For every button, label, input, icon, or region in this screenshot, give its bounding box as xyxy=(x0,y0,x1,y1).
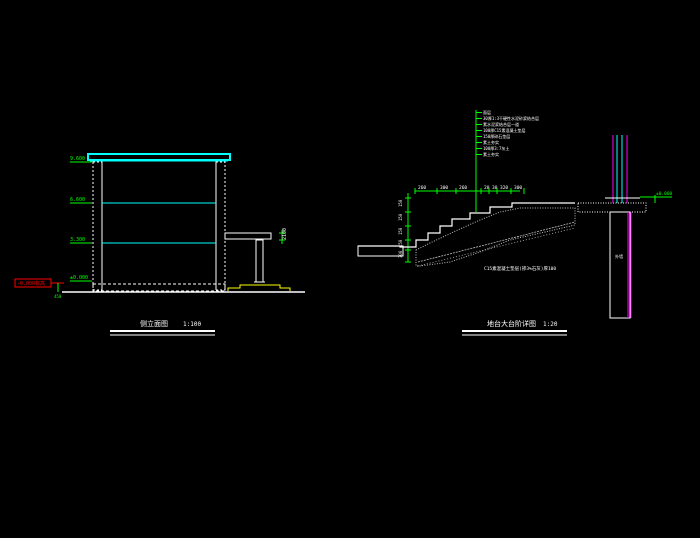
column xyxy=(255,239,264,283)
note-7: 素土夯实 xyxy=(483,151,499,157)
left-dim-4: 300 xyxy=(398,250,403,258)
left-dim-0: 150 xyxy=(398,199,403,207)
left-scale: 1:100 xyxy=(183,321,201,328)
roof-cornice xyxy=(87,153,231,161)
top-dim-5: 320 xyxy=(500,185,508,191)
right-title: 地台大台阶详图 xyxy=(487,319,536,328)
entry-steps xyxy=(227,284,291,291)
bottom-dim: 450 xyxy=(54,294,62,299)
right-wall xyxy=(215,161,226,291)
top-dim-6: 300 xyxy=(514,185,522,191)
note-6: 100厚3:7灰土 xyxy=(483,145,509,151)
right-scale: 1:20 xyxy=(543,321,558,328)
top-dim-2: 260 xyxy=(459,185,467,191)
marker-label: -0.000标高 xyxy=(17,280,45,287)
note-1: 30厚1:3干硬性水泥砂浆结合层 xyxy=(483,115,539,121)
canopy-dim: 2100 xyxy=(282,228,288,240)
note-0: 面层 xyxy=(483,109,491,115)
plinth xyxy=(92,283,226,292)
floor-slab xyxy=(577,202,647,213)
left-dim-1: 150 xyxy=(398,213,403,221)
wall-label: 外墙 xyxy=(615,253,623,259)
level-l2: 3.300 xyxy=(70,237,85,243)
left-dimensions: 150 150 150 150 300 xyxy=(398,197,411,263)
note-3: 100厚C15素混凝土垫层 xyxy=(483,127,525,133)
bottom-note: C15素混凝土垫层(掺3%石灰)厚100 xyxy=(484,265,556,272)
level-roof: 9.600 xyxy=(70,156,85,162)
level-l3: 6.600 xyxy=(70,197,85,203)
side-elevation: 2100 9.600 6.600 3.300 ±0.000 -0.000标高 4… xyxy=(14,153,305,336)
step-detail: 面层30厚1:3干硬性水泥砂浆结合层素水泥浆结合层一道100厚C15素混凝土垫层… xyxy=(357,109,673,336)
construction-notes: 面层30厚1:3干硬性水泥砂浆结合层素水泥浆结合层一道100厚C15素混凝土垫层… xyxy=(476,109,539,157)
note-2: 素水泥浆结合层一道 xyxy=(483,121,519,127)
substrate-hatch xyxy=(415,207,576,267)
note-5: 素土夯实 xyxy=(483,139,499,145)
canopy xyxy=(224,232,272,240)
left-wall xyxy=(92,161,103,291)
left-pavement xyxy=(357,245,404,257)
left-dim-3: 150 xyxy=(398,239,403,247)
top-dim-1: 300 xyxy=(440,185,448,191)
note-4: 150厚碎石垫层 xyxy=(483,133,510,139)
top-dim-4: 30 xyxy=(492,185,498,191)
level-ground: ±0.000 xyxy=(70,275,88,281)
left-dim-2: 150 xyxy=(398,227,403,235)
right-level: ±0.000 xyxy=(656,191,673,197)
top-dim-3: 20 xyxy=(484,185,490,191)
level-marks: 9.600 6.600 3.300 ±0.000 xyxy=(70,156,92,282)
outer-wall xyxy=(609,211,631,319)
step-profile xyxy=(358,202,575,248)
left-title: 侧立面图 xyxy=(140,319,168,328)
top-dim-0: 260 xyxy=(418,185,426,191)
